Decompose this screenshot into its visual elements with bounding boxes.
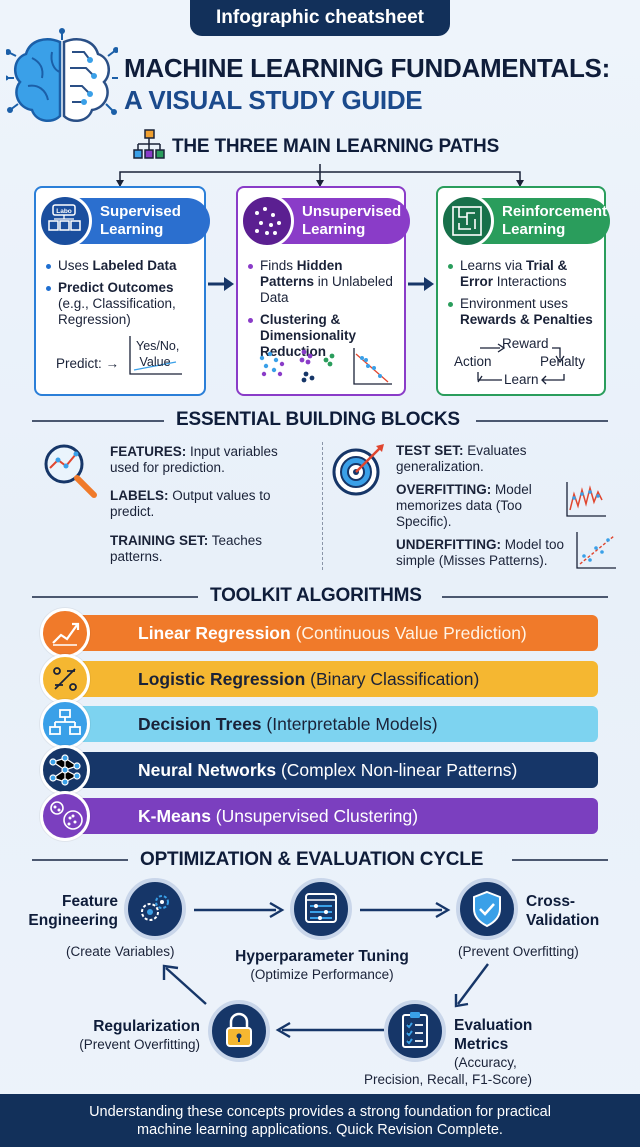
algo-linear-regression: Linear Regression (Continuous Value Pred…	[60, 615, 598, 651]
regularization-sub: (Prevent Overfitting)	[79, 1037, 200, 1052]
evaluation-metrics-sub2: Precision, Recall, F1-Score)	[363, 1072, 532, 1087]
main-title: MACHINE LEARNING FUNDAMENTALS: A VISUAL …	[124, 52, 634, 116]
algo-logistic-regression: Logistic Regression (Binary Classificati…	[60, 661, 598, 697]
paths-heading: THE THREE MAIN LEARNING PATHS	[172, 136, 500, 157]
reinforcement-bullet-2: Environment uses Rewards & Penalties	[448, 296, 598, 328]
unsupervised-header: Unsupervised Learning	[240, 194, 410, 248]
rule	[32, 596, 198, 598]
cross-validation-label: Cross-Validation	[526, 893, 600, 929]
regularization-label: Regularization	[93, 1018, 200, 1035]
arrow-right-icon	[408, 277, 434, 291]
action-label: Action	[454, 354, 492, 369]
footer-line1: Understanding these concepts provides a …	[89, 1104, 551, 1120]
unsupervised-icon	[240, 194, 294, 248]
shield-check-icon	[456, 878, 518, 940]
rule	[32, 859, 128, 861]
top-tag: Infographic cheatsheet	[190, 0, 450, 36]
learn-label: Learn	[504, 372, 539, 387]
sliders-icon	[290, 878, 352, 940]
underfit-chart-icon	[576, 532, 616, 569]
footer-banner: Understanding these concepts provides a …	[0, 1094, 640, 1147]
rule	[476, 420, 608, 422]
hierarchy-icon	[133, 129, 165, 159]
predict-label: Predict: →	[56, 356, 120, 371]
decision-tree-icon	[40, 699, 90, 749]
test-set-def: TEST SET: Evaluates generalization.	[396, 443, 527, 474]
paths-connector	[116, 164, 524, 187]
footer-line2: machine learning applications. Quick Rev…	[137, 1122, 503, 1138]
lock-icon	[208, 1000, 270, 1062]
reinforcement-icon	[440, 194, 494, 248]
rule	[512, 859, 608, 861]
training-set-def: TRAINING SET: Teaches patterns.	[110, 533, 263, 564]
supervised-bullets: Uses Labeled Data Predict Outcomes(e.g.,…	[46, 258, 198, 334]
hyperparameter-label: Hyperparameter Tuning	[235, 948, 409, 965]
cross-validation-sub: (Prevent Overfitting)	[458, 944, 579, 959]
cycle-arrows	[162, 901, 489, 1039]
unsupervised-card: Unsupervised Learning Finds Hidden Patte…	[236, 186, 410, 396]
reward-loop-icon	[477, 343, 565, 385]
unsupervised-title-2: Learning	[302, 221, 366, 238]
rule	[32, 420, 164, 422]
clipboard-checklist-icon	[384, 1000, 446, 1062]
predict-axis-icon	[129, 336, 182, 375]
hyperparameter-sub: (Optimize Performance)	[250, 967, 394, 982]
labels-def: LABELS: Output values to predict.	[110, 488, 271, 519]
features-def: FEATURES: Input variables used for predi…	[110, 444, 278, 475]
underfitting-def: UNDERFITTING: Model too simple (Misses P…	[396, 537, 565, 568]
binary-split-icon	[40, 654, 90, 704]
reinforcement-header: Reinforcement Learning	[440, 194, 610, 248]
brain-circuit-icon	[6, 28, 118, 123]
supervised-title-2: Learning	[100, 221, 164, 238]
supervised-header: Labo Supervised Learning	[38, 194, 210, 248]
unsupervised-title-1: Unsupervised	[302, 203, 402, 220]
arrow-right-icon	[208, 277, 234, 291]
overfit-chart-icon	[566, 482, 606, 517]
target-icon	[332, 444, 384, 496]
trend-chart-icon	[40, 608, 90, 658]
clusters-icon	[40, 791, 90, 841]
reinforcement-bullet-1: Learns via Trial & Error Interactions	[448, 258, 598, 290]
reinforcement-title-2: Learning	[502, 221, 566, 238]
cluster-scatter-icon	[259, 348, 392, 385]
unsupervised-bullet-1: Finds Hidden Patterns in Unlabeled Data	[248, 258, 398, 306]
main-title-line2: A VISUAL STUDY GUIDE	[124, 85, 423, 115]
unsupervised-bullets: Finds Hidden Patterns in Unlabeled Data …	[248, 258, 398, 366]
reinforcement-title-1: Reinforcement	[502, 203, 608, 220]
reinforcement-card: Reinforcement Learning Learns via Trial …	[436, 186, 610, 396]
algo-k-means: K-Means (Unsupervised Clustering)	[60, 798, 598, 834]
divider	[322, 442, 323, 570]
supervised-icon-label: Labo	[56, 208, 72, 215]
overfitting-def: OVERFITTING: Model memorizes data (Too S…	[396, 482, 532, 529]
reward-label: Reward	[502, 336, 549, 351]
toolkit-heading: TOOLKIT ALGORITHMS	[210, 585, 422, 606]
predict-values: Yes/No, Value	[136, 339, 180, 369]
reinforcement-bullets: Learns via Trial & Error Interactions En…	[448, 258, 598, 334]
supervised-card: Labo Supervised Learning Uses Labeled Da…	[34, 186, 210, 396]
algo-decision-trees: Decision Trees (Interpretable Models)	[60, 706, 598, 742]
blocks-heading: ESSENTIAL BUILDING BLOCKS	[176, 409, 460, 430]
magnifier-icon	[44, 444, 97, 498]
evaluation-metrics-sub1: (Accuracy,	[454, 1055, 517, 1070]
supervised-bullet-1: Uses Labeled Data	[46, 258, 198, 274]
feature-engineering-sub: (Create Variables)	[66, 944, 175, 959]
supervised-title-1: Supervised	[100, 203, 181, 220]
cycle-heading: OPTIMIZATION & EVALUATION CYCLE	[140, 849, 484, 870]
main-title-line1: MACHINE LEARNING FUNDAMENTALS:	[124, 53, 610, 83]
gears-icon	[124, 878, 186, 940]
rule	[442, 596, 608, 598]
penalty-label: Penalty	[540, 354, 586, 369]
supervised-bullet-2: Predict Outcomes(e.g., Classification, R…	[46, 280, 198, 328]
algo-neural-networks: Neural Networks (Complex Non-linear Patt…	[60, 752, 598, 788]
supervised-icon: Labo	[38, 194, 92, 248]
neural-network-icon	[40, 745, 90, 795]
